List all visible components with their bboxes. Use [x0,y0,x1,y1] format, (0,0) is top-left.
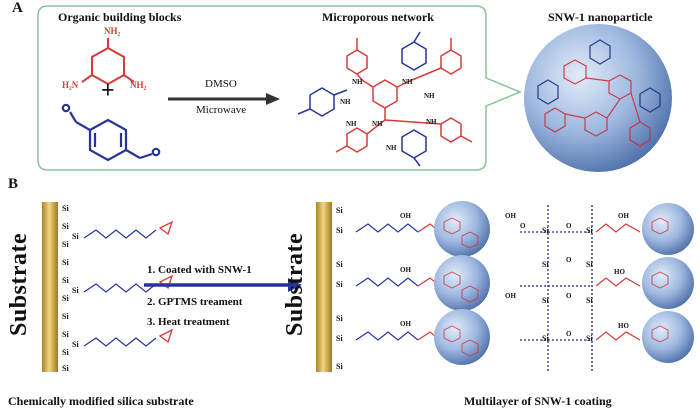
caption-right: Multilayer of SNW-1 coating [464,394,612,408]
si-label: Si [586,334,593,343]
oh-label: OH [505,212,516,220]
si-label: Si [586,260,593,269]
silica-network [520,205,593,372]
amine-label-left: H₂N [62,80,79,90]
si-label: Si [62,222,69,231]
o-label: O [566,256,572,264]
sphere-texture [443,217,669,357]
plus-sign: + [101,78,115,104]
substrate-bar-right [316,202,332,372]
si-label: Si [586,296,593,305]
si-label: Si [336,226,343,235]
si-label: Si [336,362,343,371]
oh-label: OH [400,266,411,274]
si-label: Si [62,294,69,303]
si-label: Si [62,240,69,249]
si-label: Si [542,226,549,235]
o-label: O [566,330,572,338]
substrate-bar-left [42,202,58,372]
nh-label: NH [352,78,363,86]
amine-label-right: NH₂ [130,80,147,90]
si-label: Si [336,280,343,289]
o-label: O [520,222,526,230]
nh-label: NH [372,120,383,128]
substrate-label-right: Substrate [282,232,308,336]
nanoparticle-title: SNW-1 nanoparticle [548,10,653,24]
si-label: Si [62,348,69,357]
linker-chains-right [355,223,419,341]
nh-label: NH [346,120,357,128]
si-label: Si [542,296,549,305]
oh-label: OH [505,292,516,300]
amine-label-top: NH₂ [104,26,121,36]
si-label: Si [336,206,343,215]
si-label: Si [336,314,343,323]
o-label: O [566,292,572,300]
si-label: Si [62,276,69,285]
process-arrow-b [144,278,302,292]
step-1: 1. Coated with SNW-1 [147,264,252,276]
panel-a-box [37,5,522,171]
si-label: Si [586,226,593,235]
si-label: Si [72,340,79,349]
si-label: Si [72,232,79,241]
step-2: 2. GPTMS treament [147,296,243,308]
nh-label: NH [340,98,351,106]
ho-label: HO [614,268,625,276]
si-label: Si [72,286,79,295]
substrate-label-left: Substrate [6,232,32,336]
o-label: O [566,222,572,230]
oh-label: OH [400,212,411,220]
si-label: Si [62,258,69,267]
nanoparticle-spheres [434,201,694,365]
oh-label: OH [618,212,629,220]
silane-chains-left [83,229,157,347]
arrow-label-microwave: Microwave [196,104,247,116]
blocks-title: Organic building blocks [58,10,182,24]
si-label: Si [336,260,343,269]
step-3: 3. Heat treatment [147,316,230,328]
si-label: Si [62,312,69,321]
nh-label: NH [426,118,437,126]
reaction-arrow-a [168,93,280,105]
melamine-molecule [81,38,135,86]
si-label: Si [62,364,69,373]
ho-label: HO [618,322,629,330]
network-title: Microporous network [322,10,434,24]
caption-left: Chemically modified silica substrate [8,394,194,408]
nh-label: NH [424,92,435,100]
terephthalaldehyde-molecule [61,103,161,162]
arrow-label-dmso: DMSO [205,78,237,90]
si-label: Si [542,260,549,269]
snw1-nanoparticle [524,24,672,172]
panel-letter-a: A [12,0,23,16]
si-label: Si [62,330,69,339]
panel-letter-b: B [8,176,19,192]
si-label: Si [62,204,69,213]
network-structure [297,31,473,167]
si-label: Si [542,334,549,343]
si-label: Si [336,334,343,343]
nh-label: NH [402,78,413,86]
oh-label: OH [400,320,411,328]
nh-label: NH [386,144,397,152]
